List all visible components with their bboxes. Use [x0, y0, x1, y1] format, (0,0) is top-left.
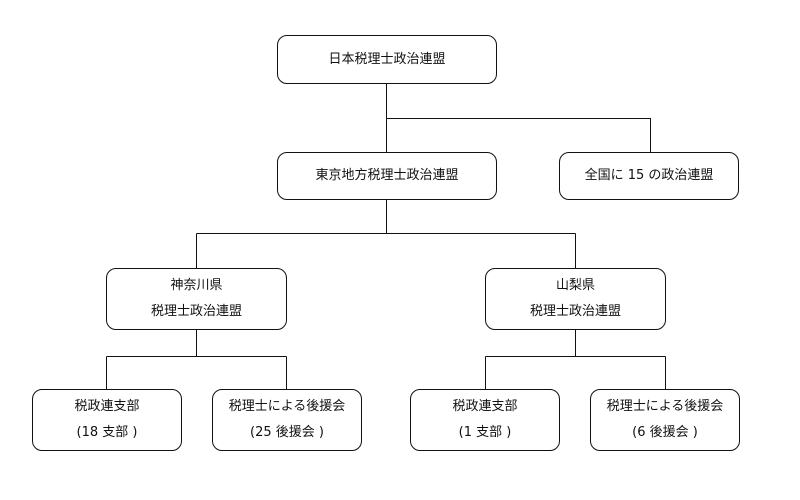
node-kanagawa-branches: 税政連支部 (18 支部 ) [32, 389, 182, 451]
node-label: 税理士政治連盟 [150, 304, 242, 319]
node-label: 税理士による後援会 [606, 399, 724, 414]
node-kanagawa: 神奈川県 税理士政治連盟 [106, 268, 287, 330]
node-label: 東京地方税理士政治連盟 [315, 168, 459, 183]
node-root: 日本税理士政治連盟 [277, 35, 497, 84]
node-label: 税政連支部 [452, 399, 518, 414]
node-label: 税理士政治連盟 [529, 304, 621, 319]
node-yamanashi: 山梨県 税理士政治連盟 [485, 268, 666, 330]
node-kanagawa-support: 税理士による後援会 (25 後援会 ) [212, 389, 362, 451]
node-yamanashi-branches: 税政連支部 (1 支部 ) [410, 389, 560, 451]
connector-tokyo [196, 200, 576, 268]
node-tokyo: 東京地方税理士政治連盟 [277, 152, 497, 200]
node-national: 全国に 15 の政治連盟 [559, 152, 739, 200]
node-label: (25 後援会 ) [250, 425, 324, 440]
connector-yamanashi [485, 330, 666, 389]
node-label: 税政連支部 [74, 399, 140, 414]
node-label: (6 後援会 ) [632, 425, 698, 440]
node-label: 神奈川県 [170, 278, 223, 293]
node-label: 日本税理士政治連盟 [328, 51, 446, 67]
node-label: 山梨県 [555, 278, 595, 293]
node-label: 全国に 15 の政治連盟 [584, 168, 714, 183]
connector-root [386, 84, 651, 152]
node-label: (18 支部 ) [76, 425, 138, 440]
node-label: 税理士による後援会 [228, 399, 346, 414]
node-label: (1 支部 ) [458, 425, 512, 440]
connector-kanagawa [106, 330, 287, 389]
node-yamanashi-support: 税理士による後援会 (6 後援会 ) [590, 389, 740, 451]
